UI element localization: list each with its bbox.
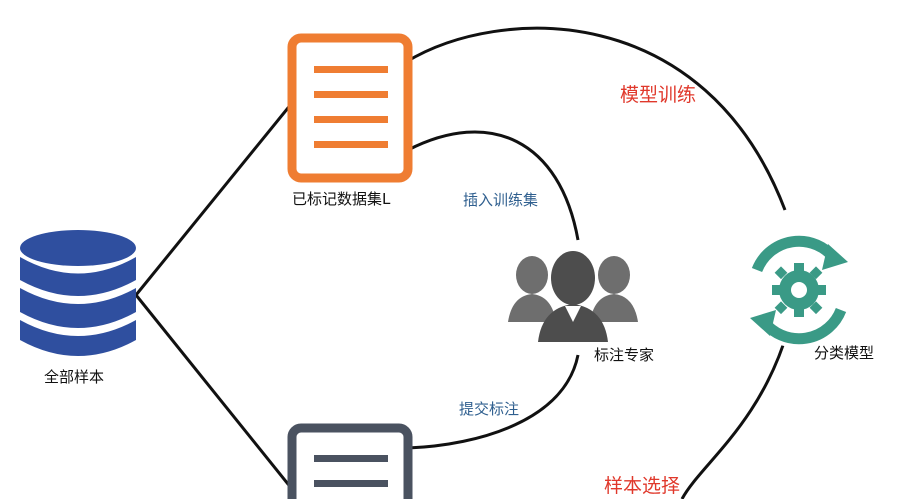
user-group-icon	[508, 251, 638, 342]
arc-sample-selection	[680, 329, 790, 500]
gear-icon	[772, 263, 826, 317]
unlabeled-document-icon	[287, 423, 413, 503]
edge-label-submit-label: 提交标注	[459, 400, 520, 418]
database-icon	[20, 230, 136, 356]
edge-label-sample-selection: 样本选择	[604, 475, 681, 497]
node-label-labeled-set: 已标记数据集L	[292, 190, 391, 208]
arc-submit-label	[407, 354, 580, 450]
labeled-document-icon	[287, 33, 413, 183]
edge-samples-to-unlabeled	[134, 294, 302, 500]
node-label-classifier: 分类模型	[814, 344, 875, 362]
node-label-all-samples: 全部样本	[44, 368, 105, 386]
gear-refresh-icon	[741, 232, 857, 348]
edge-label-model-training: 模型训练	[620, 84, 697, 106]
arc-insert-train	[407, 130, 580, 241]
edge-label-insert-train: 插入训练集	[463, 191, 539, 209]
arc-model-training	[405, 26, 787, 211]
node-label-experts: 标注专家	[594, 346, 655, 364]
edge-samples-to-labeled	[134, 102, 294, 296]
